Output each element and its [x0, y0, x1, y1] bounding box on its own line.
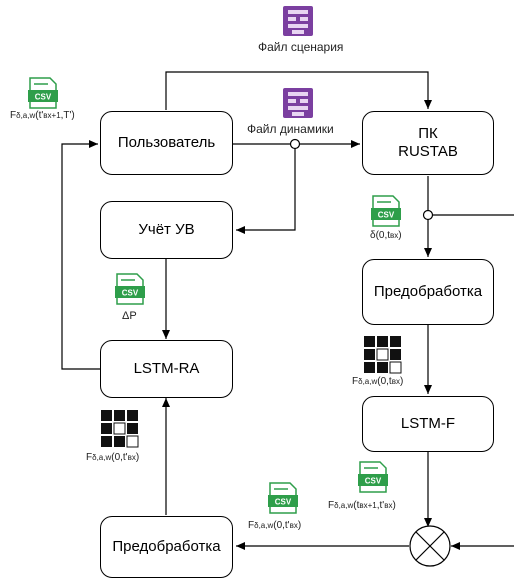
branch-node-user — [289, 138, 301, 150]
node-lstm-f-label: LSTM-F — [400, 415, 456, 432]
node-pre-right-label: Предобработка — [373, 283, 483, 300]
file-scenario-icon — [283, 6, 313, 36]
node-pk-line1: ПК — [418, 125, 438, 142]
node-user-label: Пользователь — [117, 134, 216, 151]
node-user: Пользователь — [100, 111, 233, 175]
node-lstm-f: LSTM-F — [362, 396, 494, 452]
label-dp-csv: ΔP — [122, 310, 137, 322]
file-scenario-label: Файл сценария — [258, 40, 344, 54]
node-pre-left-label: Предобработка — [112, 538, 221, 555]
node-preprocessing-right: Предобработка — [362, 259, 494, 325]
csv-icon: CSV — [371, 195, 401, 227]
file-dynamics-label: Файл динамики — [247, 122, 334, 136]
label-cube-right: Fδ,a,w(0,tвх) — [352, 376, 404, 387]
label-csv-bottom-mid: Fδ,a,w(0,t'вх) — [248, 520, 302, 531]
branch-node-pk — [422, 209, 434, 221]
node-lstm-ra-label: LSTM-RA — [133, 360, 200, 377]
file-dynamics-icon — [283, 88, 313, 118]
summing-junction-icon — [409, 525, 451, 567]
node-uchet-label: Учёт УВ — [138, 221, 195, 238]
csv-icon: CSV — [28, 77, 58, 109]
cube-icon — [364, 336, 402, 374]
csv-icon: CSV — [268, 482, 298, 514]
cube-icon — [101, 410, 139, 448]
node-uchet-uv: Учёт УВ — [100, 201, 233, 259]
svg-text:CSV: CSV — [35, 93, 52, 102]
edge-branch-to-uchet — [236, 148, 296, 234]
svg-text:CSV: CSV — [378, 211, 395, 220]
label-delta-csv: δ(0,tвх) — [370, 230, 402, 241]
csv-icon: CSV — [115, 273, 145, 305]
edge-user-to-pk-top — [165, 71, 432, 110]
svg-text:CSV: CSV — [122, 289, 139, 298]
svg-text:CSV: CSV — [365, 477, 382, 486]
label-csv-bottom-right: Fδ,a,w(tвх+1,t'вх) — [328, 500, 396, 511]
node-pk-line2: RUSTAB — [398, 143, 458, 160]
label-cube-left: Fδ,a,w(0,t'вх) — [86, 452, 140, 463]
edge-lstmra-to-user — [61, 140, 100, 370]
node-lstm-ra: LSTM-RA — [100, 340, 233, 398]
label-top-left-csv: Fδ,a,w(t'вх+1,T') — [10, 110, 75, 121]
svg-text:CSV: CSV — [275, 498, 292, 507]
csv-icon: CSV — [358, 461, 388, 493]
node-preprocessing-left: Предобработка — [100, 516, 233, 578]
node-pk-rustab: ПК RUSTAB — [362, 111, 494, 175]
